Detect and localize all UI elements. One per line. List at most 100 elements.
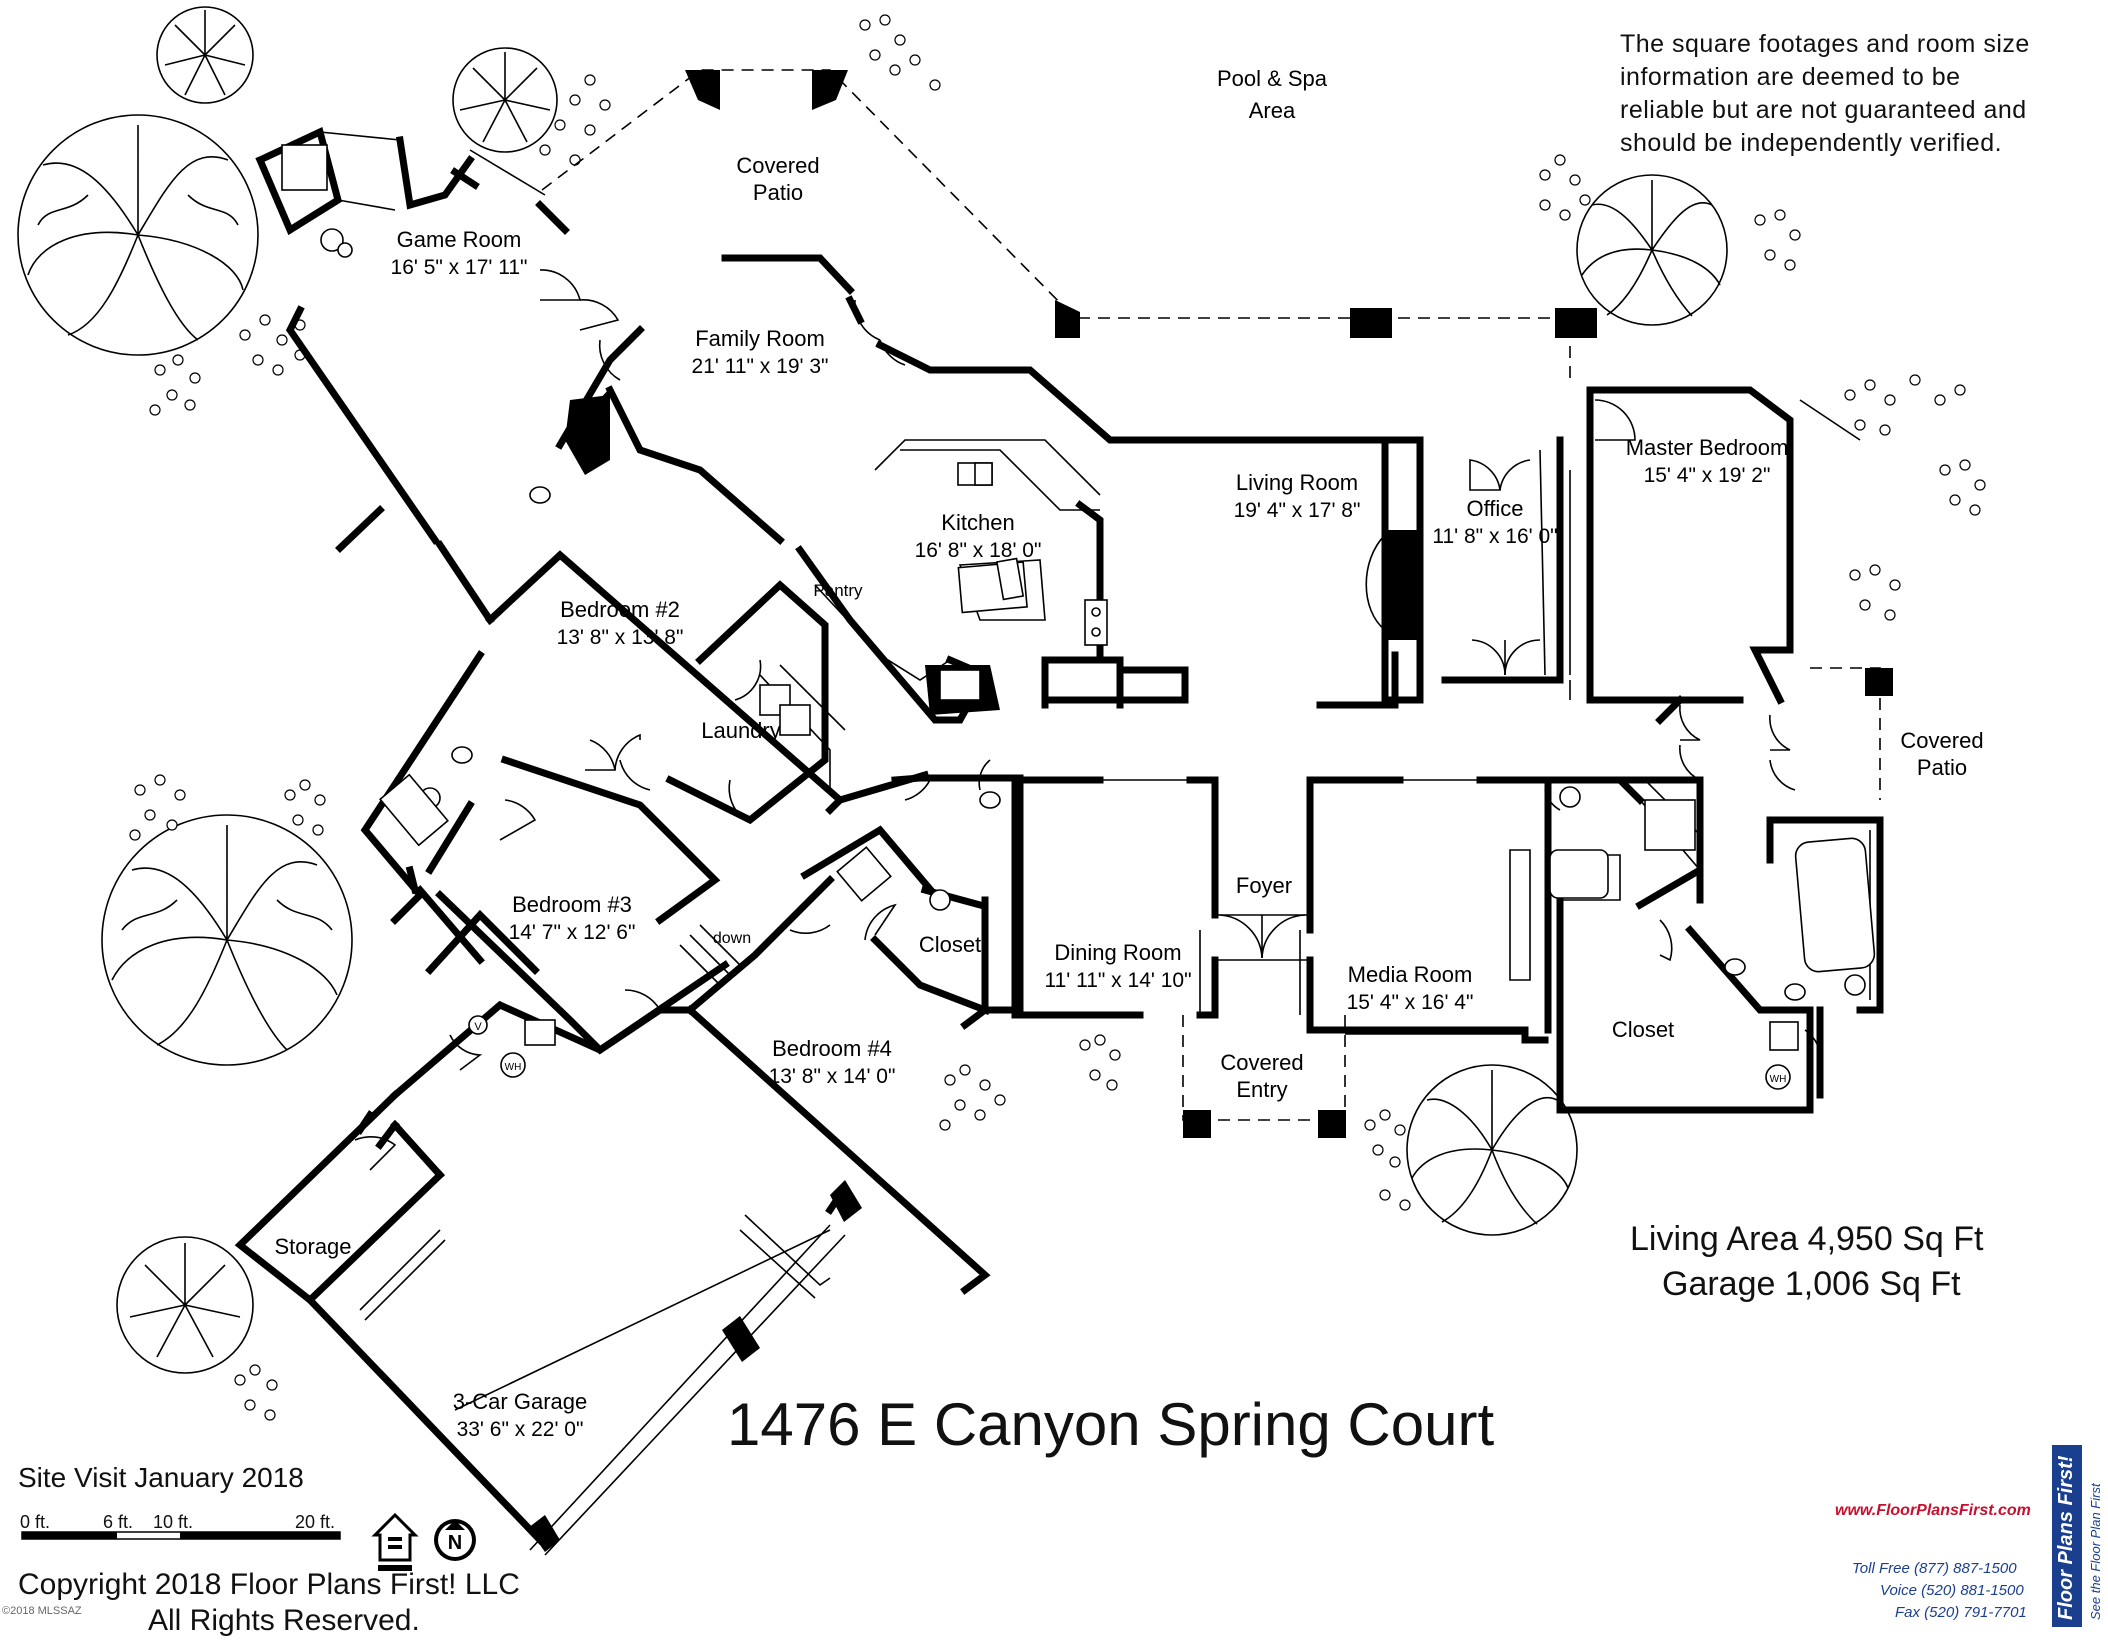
room-label-media-room: Media Room 15' 4" x 16' 4" — [1347, 962, 1474, 1014]
sink-icon — [979, 791, 1001, 809]
column-pier — [1055, 300, 1080, 338]
room-label-master-closet: Closet — [1612, 1017, 1674, 1042]
north-compass-icon: N — [434, 1519, 476, 1561]
toilet-icon — [320, 228, 344, 252]
column-pier — [830, 1180, 862, 1222]
shower-stall — [379, 773, 449, 847]
svg-text:Dining Room: Dining Room — [1054, 940, 1181, 965]
svg-text:19' 4" x 17' 8": 19' 4" x 17' 8" — [1234, 499, 1361, 522]
svg-text:Covered: Covered — [736, 153, 819, 178]
svg-text:Media Room: Media Room — [1348, 962, 1473, 987]
fireplace-hearth — [1365, 534, 1386, 631]
svg-text:Floor Plans First!: Floor Plans First! — [2055, 1455, 2077, 1620]
washer-dryer — [779, 704, 811, 736]
svg-text:13' 8" x 13' 8": 13' 8" x 13' 8" — [557, 626, 684, 649]
watermark: ©2018 MLSSAZ — [2, 1605, 82, 1617]
svg-text:Patio: Patio — [1917, 755, 1967, 780]
column-pier — [1865, 668, 1893, 696]
svg-text:Game Room: Game Room — [397, 227, 522, 252]
svg-text:Covered: Covered — [1220, 1050, 1303, 1075]
svg-text:21' 11" x 19' 3": 21' 11" x 19' 3" — [692, 355, 829, 378]
scale-label-20: 20 ft. — [295, 1512, 336, 1532]
svg-text:Pool & Spa: Pool & Spa — [1217, 66, 1328, 91]
brand-toll-free: Toll Free (877) 887-1500 — [1852, 1560, 2017, 1577]
door-swings — [354, 269, 1822, 1171]
fireplace — [1385, 530, 1420, 640]
site-visit: Site Visit January 2018 — [18, 1462, 304, 1493]
room-label-bedroom-4: Bedroom #4 13' 8" x 14' 0" — [769, 1036, 896, 1088]
brand-voice: Voice (520) 881-1500 — [1880, 1582, 2024, 1599]
svg-text:Office: Office — [1466, 496, 1523, 521]
svg-text:See the Floor Plan First: See the Floor Plan First — [2088, 1482, 2103, 1620]
svg-text:Kitchen: Kitchen — [941, 510, 1014, 535]
stairs-down-label: down — [713, 930, 751, 947]
room-label-family-room: Family Room 21' 11" x 19' 3" — [692, 326, 829, 378]
vent-label: V — [474, 1021, 482, 1033]
room-label-pool-spa: Pool & Spa Area — [1217, 66, 1328, 123]
svg-text:N: N — [448, 1532, 462, 1554]
room-label-game-room: Game Room 16' 5" x 17' 11" — [391, 227, 528, 279]
svg-text:15' 4" x 19' 2": 15' 4" x 19' 2" — [1644, 464, 1771, 487]
svg-text:Covered: Covered — [1900, 728, 1983, 753]
tree-icon — [116, 1236, 254, 1374]
shower-stall — [1644, 799, 1696, 851]
svg-text:Entry: Entry — [1236, 1077, 1287, 1102]
svg-text:Patio: Patio — [753, 180, 803, 205]
svg-text:15' 4" x 16' 4": 15' 4" x 16' 4" — [1347, 991, 1474, 1014]
room-label-kitchen: Kitchen 16' 8" x 18' 0" — [915, 510, 1042, 562]
room-label-office: Office 11' 8" x 16' 0" — [1432, 496, 1557, 548]
tree-icon — [452, 47, 558, 153]
garage-area: Garage 1,006 Sq Ft — [1662, 1265, 1961, 1303]
sink-icon — [451, 746, 473, 764]
room-label-garage: 3-Car Garage 33' 6" x 22' 0" — [453, 1389, 588, 1441]
svg-text:Master Bedroom: Master Bedroom — [1626, 435, 1789, 460]
copyright-line2: All Rights Reserved. — [148, 1604, 420, 1637]
svg-text:14' 7" x 12' 6": 14' 7" x 12' 6" — [509, 921, 636, 944]
toilet-icon — [929, 889, 951, 911]
tree-icon — [1406, 1064, 1578, 1236]
toilet-icon — [1559, 786, 1581, 808]
water-heater — [1765, 1064, 1791, 1090]
brand-fax: Fax (520) 791-7701 — [1895, 1604, 2027, 1621]
room-label-dining-room: Dining Room 11' 11" x 14' 10" — [1044, 940, 1191, 992]
tree-icon — [156, 6, 254, 104]
column-pier — [1318, 1110, 1346, 1138]
room-label-foyer: Foyer — [1236, 873, 1292, 898]
scale-label-0: 0 ft. — [20, 1512, 51, 1532]
column-pier — [528, 1515, 560, 1552]
room-label-living-room: Living Room 19' 4" x 17' 8" — [1234, 470, 1361, 522]
vent-icon — [468, 1015, 488, 1035]
shower-stall — [281, 144, 328, 191]
brand-url: www.FloorPlansFirst.com — [1835, 1502, 2031, 1519]
plan-detail-lines — [289, 131, 1881, 1556]
room-label-covered-patio-right: Covered Patio — [1900, 728, 1983, 780]
column-pier — [1555, 308, 1597, 338]
bathtub-icon — [1549, 849, 1609, 899]
svg-text:11' 8" x 16' 0": 11' 8" x 16' 0" — [1432, 525, 1557, 548]
room-label-covered-patio: Covered Patio — [736, 153, 819, 205]
svg-text:Family Room: Family Room — [695, 326, 825, 351]
room-label-bedroom-3: Bedroom #3 14' 7" x 12' 6" — [509, 892, 636, 944]
svg-text:Living Room: Living Room — [1236, 470, 1358, 495]
kitchen-sink-block — [939, 669, 981, 701]
column-pier — [722, 1316, 760, 1362]
column-pier — [685, 70, 720, 110]
column-pier — [1350, 308, 1392, 338]
scale-bar — [21, 1531, 341, 1540]
living-area: Living Area 4,950 Sq Ft — [1630, 1220, 1984, 1258]
exterior-walls — [234, 127, 1884, 1545]
room-label-master-bedroom: Master Bedroom 15' 4" x 19' 2" — [1626, 435, 1789, 487]
svg-text:11' 11" x 14' 10": 11' 11" x 14' 10" — [1044, 969, 1191, 992]
bathtub-icon — [1794, 837, 1876, 973]
tree-icon — [17, 114, 259, 356]
room-label-storage: Storage — [274, 1234, 351, 1259]
sink-icon — [974, 462, 993, 486]
tree-icon — [1576, 174, 1728, 326]
sink-icon — [529, 486, 551, 504]
svg-text:Bedroom #3: Bedroom #3 — [512, 892, 632, 917]
cooktop-icon — [1084, 599, 1108, 646]
svg-text:16' 5" x 17' 11": 16' 5" x 17' 11" — [391, 256, 528, 279]
svg-text:3-Car Garage: 3-Car Garage — [453, 1389, 588, 1414]
toilet-icon — [1844, 974, 1866, 996]
